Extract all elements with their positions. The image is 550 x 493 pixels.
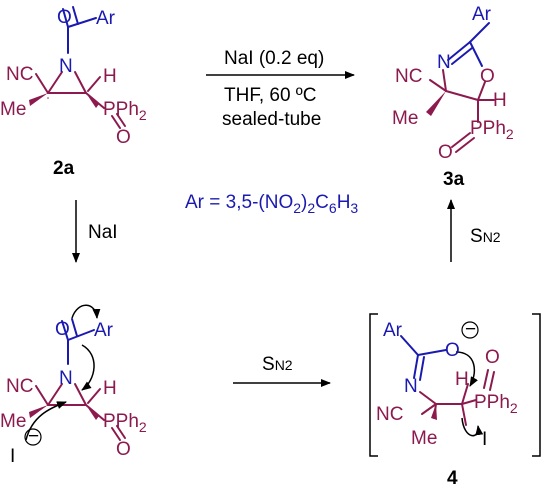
label-2a: 2a bbox=[53, 158, 75, 179]
me-2a: Me bbox=[0, 99, 26, 120]
compound-2a: O Ar N NC H Me PPh2 O 2a bbox=[0, 6, 147, 179]
o-3a: O bbox=[480, 66, 495, 87]
nai-text: NaI bbox=[88, 222, 118, 243]
sn2-up-text: SN2 bbox=[470, 226, 501, 247]
top-conditions: NaI (0.2 eq) THF, 60 ºC sealed-tube bbox=[206, 48, 355, 130]
n-2a: N bbox=[59, 56, 73, 77]
o-3a-p: O bbox=[438, 142, 453, 163]
label-3a: 3a bbox=[443, 169, 465, 190]
o-4-p: O bbox=[485, 347, 500, 368]
n-4: N bbox=[404, 376, 418, 397]
pph2-3a: PPh2 bbox=[470, 118, 514, 142]
ar-definition: Ar = 3,5-(NO2)2C6H3 bbox=[185, 192, 358, 216]
i-4: I bbox=[482, 429, 487, 450]
ar-2a-o: O bbox=[57, 7, 72, 28]
pph2-4: PPh2 bbox=[474, 392, 518, 416]
sn2-bottom-text: SN2 bbox=[262, 354, 293, 375]
o-4: O bbox=[445, 340, 460, 361]
n-int: N bbox=[59, 368, 73, 389]
iodide: I bbox=[10, 446, 15, 467]
intermediate-left: O Ar N NC H Me PPh2 O I − bbox=[0, 304, 147, 467]
intermediate-4: Ar O − N H O PPh2 NC Me I 4 bbox=[369, 313, 541, 489]
o-4-charge: − bbox=[465, 319, 476, 340]
sn2-bottom-step: SN2 bbox=[233, 354, 331, 387]
o-2a: O bbox=[116, 127, 131, 148]
nc-3a: NC bbox=[395, 66, 422, 87]
reagent-text: NaI (0.2 eq) bbox=[224, 48, 324, 69]
label-4: 4 bbox=[447, 468, 458, 489]
nc-2a: NC bbox=[6, 64, 33, 85]
pph2-int: PPh2 bbox=[103, 411, 147, 435]
me-4: Me bbox=[411, 428, 437, 449]
ar-int: Ar bbox=[94, 320, 114, 341]
iodide-charge: − bbox=[28, 426, 39, 447]
nc-4: NC bbox=[376, 404, 403, 425]
solvent-text: THF, 60 ºC bbox=[224, 85, 316, 106]
ar-4: Ar bbox=[383, 320, 403, 341]
me-int: Me bbox=[0, 411, 26, 432]
ar-2a: Ar bbox=[96, 8, 116, 29]
sn2-up-step: SN2 bbox=[447, 199, 501, 262]
h-2a: H bbox=[103, 66, 117, 87]
vessel-text: sealed-tube bbox=[222, 109, 321, 130]
nc-int: NC bbox=[6, 376, 33, 397]
n-3a: N bbox=[437, 52, 451, 73]
nai-step: NaI bbox=[72, 200, 118, 263]
h-3a: H bbox=[493, 90, 507, 111]
ar-3a: Ar bbox=[472, 4, 492, 25]
me-3a: Me bbox=[392, 108, 418, 129]
h-int: H bbox=[103, 378, 117, 399]
pph2-2a: PPh2 bbox=[103, 99, 147, 123]
o-int-p: O bbox=[116, 439, 131, 460]
compound-3a: Ar N O NC H Me PPh2 O 3a bbox=[392, 4, 514, 190]
o-int: O bbox=[55, 319, 70, 340]
h-4: H bbox=[455, 369, 469, 390]
